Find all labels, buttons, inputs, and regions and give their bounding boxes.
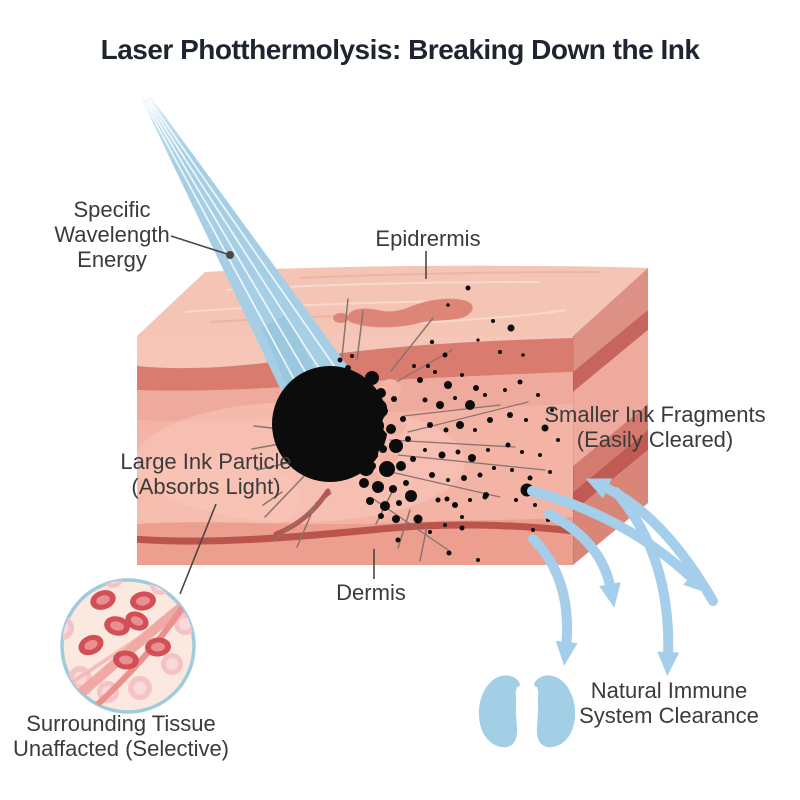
red-blood-cells [78, 590, 171, 670]
diagram-title: Laser Photthermolysis: Breaking Down the… [100, 34, 700, 65]
dermis-label: Dermis [336, 580, 406, 605]
smaller-ink-label-line1: Smaller Ink Fragments [544, 402, 766, 427]
large-ink-label-line2: (Absorbs Light) [131, 474, 281, 499]
surrounding-tissue-label-line1: Surrounding Tissue [26, 711, 216, 736]
immune-clearance-label-line2: System Clearance [579, 703, 759, 728]
lungs-icon [478, 675, 576, 748]
impact-lines [251, 298, 434, 562]
wavelength-label-line1: Specific [73, 197, 151, 222]
surrounding-tissue-label: Surrounding Tissue Unaffacted (Selective… [13, 711, 229, 761]
large-ink-label: Large Ink Particle (Absorbs Light) [120, 449, 291, 499]
clearance-arrows [527, 478, 718, 676]
smaller-ink-label-line2: (Easily Cleared) [576, 427, 734, 452]
wavelength-label-line2: Wavelength [54, 222, 170, 247]
tissue-inset [60, 578, 196, 714]
wavelength-label-line3: Energy [77, 247, 147, 272]
wavelength-label: Specific Wavelength Energy [54, 197, 169, 272]
immune-clearance-label: Natural Immune System Clearance [579, 678, 759, 728]
inset-pointer-line [179, 503, 217, 595]
smaller-ink-label: Smaller Ink Fragments (Easily Cleared) [544, 402, 765, 452]
epidermis-label: Epidrermis [375, 226, 480, 251]
large-ink-label-line1: Large Ink Particle [120, 449, 292, 474]
blood-vessel-branch [273, 488, 331, 537]
blood-vessel [137, 521, 573, 545]
surrounding-tissue-label-line2: Unaffacted (Selective) [12, 736, 230, 761]
wavelength-pointer-line [170, 235, 234, 259]
skin-top-face [137, 265, 648, 336]
annotation-pointers [170, 235, 427, 595]
skin-surface-blemish [347, 298, 473, 328]
dermis-label-text: Dermis [336, 580, 406, 605]
epidermis-label-text: Epidrermis [375, 226, 481, 251]
immune-clearance-label-line1: Natural Immune [590, 678, 748, 703]
